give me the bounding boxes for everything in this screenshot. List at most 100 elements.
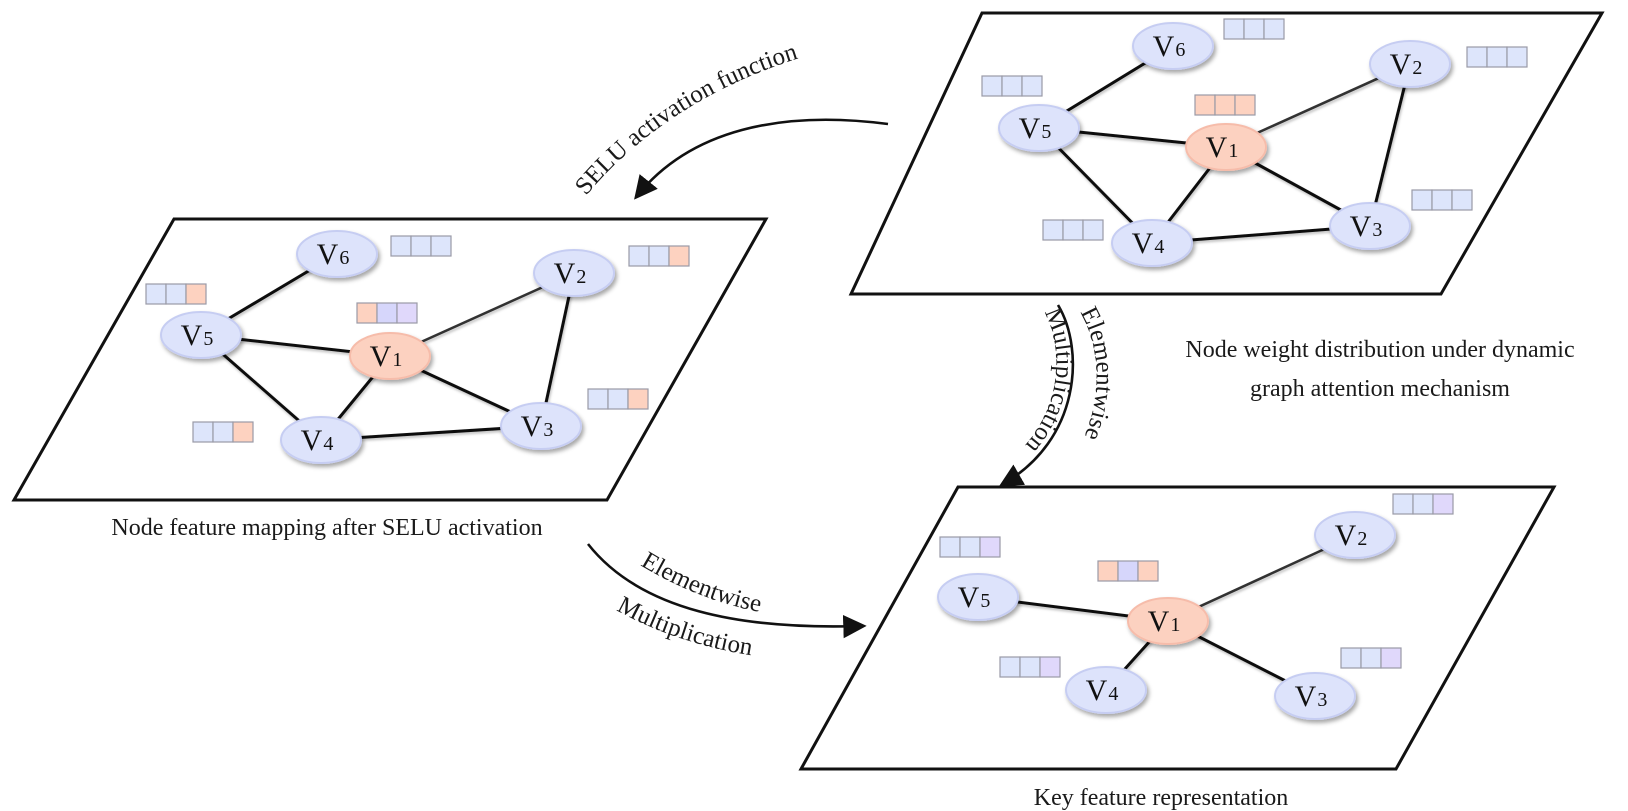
feature-cell-blue (1019, 656, 1041, 678)
feature-cell-orange (627, 388, 649, 410)
node-label: V2 (1335, 519, 1368, 552)
feature-vector-v5 (981, 75, 1043, 97)
node-label: V3 (521, 410, 554, 443)
node-label-main: V (301, 424, 323, 457)
node-v4: V4 (280, 416, 362, 464)
node-label-main: V (1148, 605, 1170, 638)
node-label-sub: 6 (339, 247, 349, 269)
feature-cell-blue (1001, 75, 1023, 97)
feature-vector-v4 (192, 421, 254, 443)
feature-cell-blue (1340, 647, 1362, 669)
node-ellipse (296, 230, 378, 278)
node-v5: V5 (998, 104, 1080, 152)
caption-attention-line1: Node weight distribution under dynamic (1185, 337, 1574, 363)
node-label-sub: 1 (392, 349, 402, 371)
node-label-sub: 2 (1412, 57, 1422, 79)
feature-cell-orange (668, 245, 690, 267)
feature-cell-lavender (1432, 493, 1454, 515)
node-label-sub: 4 (1154, 236, 1164, 258)
feature-cell-blue (1506, 46, 1528, 68)
feature-cell-blue (1243, 18, 1265, 40)
feature-cell-lavender (1380, 647, 1402, 669)
node-label-sub: 5 (203, 328, 213, 350)
feature-cell-orange (1137, 560, 1159, 582)
node-ellipse (1369, 40, 1451, 88)
node-label-main: V (1206, 131, 1228, 164)
mult-arrow-vertical: Elementwise Multiplication (998, 303, 1118, 487)
node-label: V6 (1153, 30, 1186, 63)
node-ellipse (160, 311, 242, 359)
feature-cell-blue (939, 536, 961, 558)
feature-cell-blue (212, 421, 234, 443)
feature-vector-v6 (390, 235, 452, 257)
node-label-sub: 4 (323, 433, 333, 455)
node-v6: V6 (1132, 22, 1214, 70)
feature-cell-blue (1223, 18, 1245, 40)
node-label: V5 (181, 319, 214, 352)
node-v2: V2 (1369, 40, 1451, 88)
node-v3: V3 (1274, 672, 1356, 720)
feature-cell-lavender (1039, 656, 1061, 678)
feature-vector-v3 (587, 388, 649, 410)
node-label: V1 (370, 340, 403, 373)
feature-vector-v1 (1194, 94, 1256, 116)
feature-cell-orange (185, 283, 207, 305)
node-ellipse (1132, 22, 1214, 70)
selu-arrow-label-text: SELU activation function (570, 38, 801, 200)
node-label: V4 (1086, 674, 1119, 707)
node-label: V2 (1390, 48, 1423, 81)
node-v1: V1 (1127, 597, 1209, 645)
node-label-main: V (1295, 680, 1317, 713)
edge-v2-v3 (539, 272, 576, 427)
selu-arrow-label: SELU activation function (570, 38, 801, 200)
mult-arrow-horizontal: Elementwise Multiplication (586, 543, 867, 661)
feature-cell-blue (1042, 219, 1064, 241)
feature-cell-blue (1412, 493, 1434, 515)
node-ellipse (1314, 511, 1396, 559)
feature-cell-blue (410, 235, 432, 257)
node-label-main: V (1390, 48, 1412, 81)
node-label-main: V (958, 581, 980, 614)
node-label-main: V (370, 340, 392, 373)
feature-cell-lavender (979, 536, 1001, 558)
node-label-main: V (521, 410, 543, 443)
node-label: V6 (317, 238, 350, 271)
node-label-sub: 3 (1317, 689, 1327, 711)
feature-vector-v2 (1392, 493, 1454, 515)
feature-cell-purple (1117, 560, 1139, 582)
feature-cell-blue (607, 388, 629, 410)
node-label: V2 (554, 257, 587, 290)
feature-cell-blue (1466, 46, 1488, 68)
feature-cell-blue (430, 235, 452, 257)
node-label-main: V (1086, 674, 1108, 707)
feature-cell-blue (1021, 75, 1043, 97)
node-label: V1 (1206, 131, 1239, 164)
feature-cell-blue (1263, 18, 1285, 40)
feature-cell-blue (1360, 647, 1382, 669)
feature-cell-orange (232, 421, 254, 443)
caption-attention-line2: graph attention mechanism (1250, 376, 1510, 402)
feature-cell-orange (1194, 94, 1216, 116)
mult-arrow-horizontal-path (586, 543, 867, 639)
mult-arrow-vertical-label-1-text: Elementwise (1075, 303, 1118, 445)
edge-v2-v3 (1368, 63, 1412, 227)
caption-selu: Node feature mapping after SELU activati… (111, 515, 542, 541)
node-label-main: V (181, 319, 203, 352)
node-v3: V3 (1329, 202, 1411, 250)
node-v1: V1 (349, 332, 431, 380)
feature-cell-blue (981, 75, 1003, 97)
feature-cell-blue (959, 536, 981, 558)
node-ellipse (1274, 672, 1356, 720)
node-ellipse (533, 249, 615, 297)
feature-cell-orange (1097, 560, 1119, 582)
feature-cell-blue (999, 656, 1021, 678)
feature-cell-purple (376, 302, 398, 324)
feature-vector-v3 (1340, 647, 1402, 669)
node-label: V3 (1350, 210, 1383, 243)
feature-cell-blue (587, 388, 609, 410)
node-ellipse (349, 332, 431, 380)
node-label: V4 (1132, 227, 1165, 260)
